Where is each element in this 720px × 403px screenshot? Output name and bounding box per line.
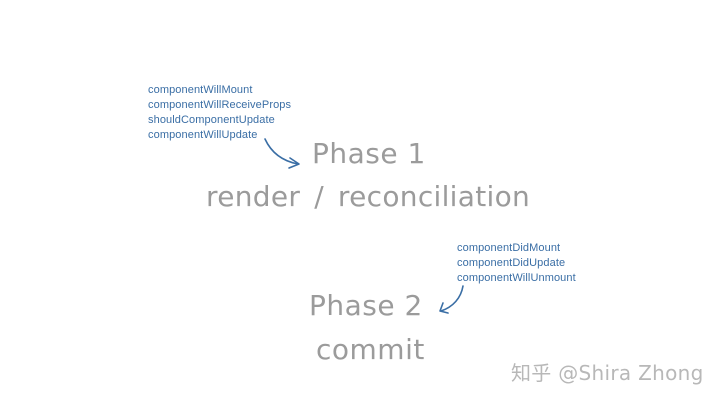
phase1-subtitle-separator: / <box>314 180 324 213</box>
phase2-subtitle: commit <box>316 333 425 366</box>
render-phase-arrow-icon <box>264 138 300 169</box>
method-component-will-receive-props: componentWillReceiveProps <box>148 99 292 111</box>
method-component-will-unmount: componentWillUnmount <box>457 272 576 284</box>
phase1-subtitle-reconciliation: reconciliation <box>337 180 531 213</box>
method-component-did-mount: componentDidMount <box>457 242 561 254</box>
phase1-subtitle: render / reconciliation <box>206 180 530 213</box>
phase1-subtitle-render: render <box>206 180 301 213</box>
phase1-title: Phase 1 <box>312 137 426 170</box>
method-component-will-mount: componentWillMount <box>148 84 253 96</box>
watermark-text: 知乎 @Shira Zhong <box>511 361 704 385</box>
method-component-did-update: componentDidUpdate <box>457 257 566 269</box>
method-component-will-update: componentWillUpdate <box>148 129 258 141</box>
phase2-title: Phase 2 <box>309 289 423 322</box>
render-phase-method-list: componentWillMount componentWillReceiveP… <box>148 83 291 143</box>
commit-phase-method-list: componentDidMount componentDidUpdate com… <box>457 241 576 286</box>
commit-phase-arrow-icon <box>439 285 464 314</box>
method-should-component-update: shouldComponentUpdate <box>148 114 275 126</box>
